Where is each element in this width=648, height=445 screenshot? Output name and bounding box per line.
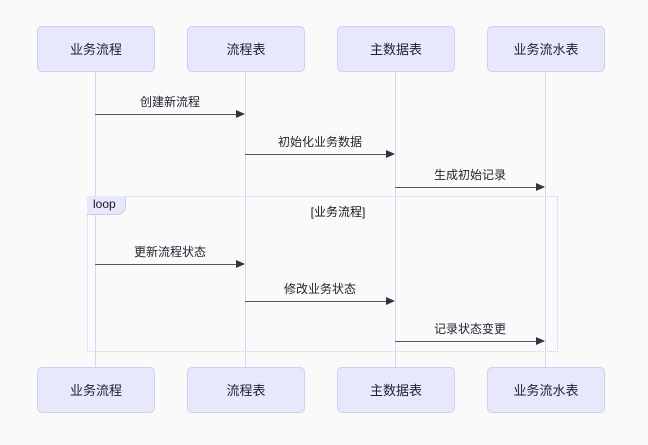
message-arrowhead-5 [386,297,395,305]
lifeline-1 [245,72,246,367]
message-arrowhead-6 [536,337,545,345]
lifeline-2 [395,72,396,367]
participant-label: 流程表 [226,41,266,57]
participant-label: 业务流水表 [513,382,579,398]
participant-box-bottom-3[interactable]: 业务流水表 [487,367,605,413]
participant-label: 业务流水表 [513,41,579,57]
participant-box-bottom-2[interactable]: 主数据表 [337,367,455,413]
message-label-6: 记录状态变更 [433,322,507,336]
message-arrowhead-4 [236,260,245,268]
message-line-4 [95,264,236,265]
lifeline-0 [95,72,96,367]
message-label-3: 生成初始记录 [433,168,507,182]
participant-label: 主数据表 [369,41,422,57]
participant-box-bottom-1[interactable]: 流程表 [187,367,305,413]
participant-label: 业务流程 [69,382,122,398]
message-line-1 [95,114,236,115]
message-arrowhead-2 [386,150,395,158]
message-label-4: 更新流程状态 [133,245,207,259]
loop-fragment-condition: [业务流程] [310,205,366,219]
message-label-5: 修改业务状态 [283,282,357,296]
loop-fragment-frame [87,196,558,352]
message-line-2 [245,154,386,155]
participant-box-top-3[interactable]: 业务流水表 [487,26,605,72]
message-line-3 [395,187,536,188]
lifeline-3 [545,72,546,367]
participant-box-bottom-0[interactable]: 业务流程 [37,367,155,413]
participant-box-top-2[interactable]: 主数据表 [337,26,455,72]
message-arrowhead-3 [536,183,545,191]
participant-box-top-0[interactable]: 业务流程 [37,26,155,72]
message-line-6 [395,341,536,342]
message-label-2: 初始化业务数据 [277,135,363,149]
message-arrowhead-1 [236,110,245,118]
participant-label: 业务流程 [69,41,122,57]
participant-label: 流程表 [226,382,266,398]
participant-box-top-1[interactable]: 流程表 [187,26,305,72]
participant-label: 主数据表 [369,382,422,398]
message-line-5 [245,301,386,302]
loop-fragment-badge: loop [87,196,126,215]
message-label-1: 创建新流程 [139,95,201,109]
